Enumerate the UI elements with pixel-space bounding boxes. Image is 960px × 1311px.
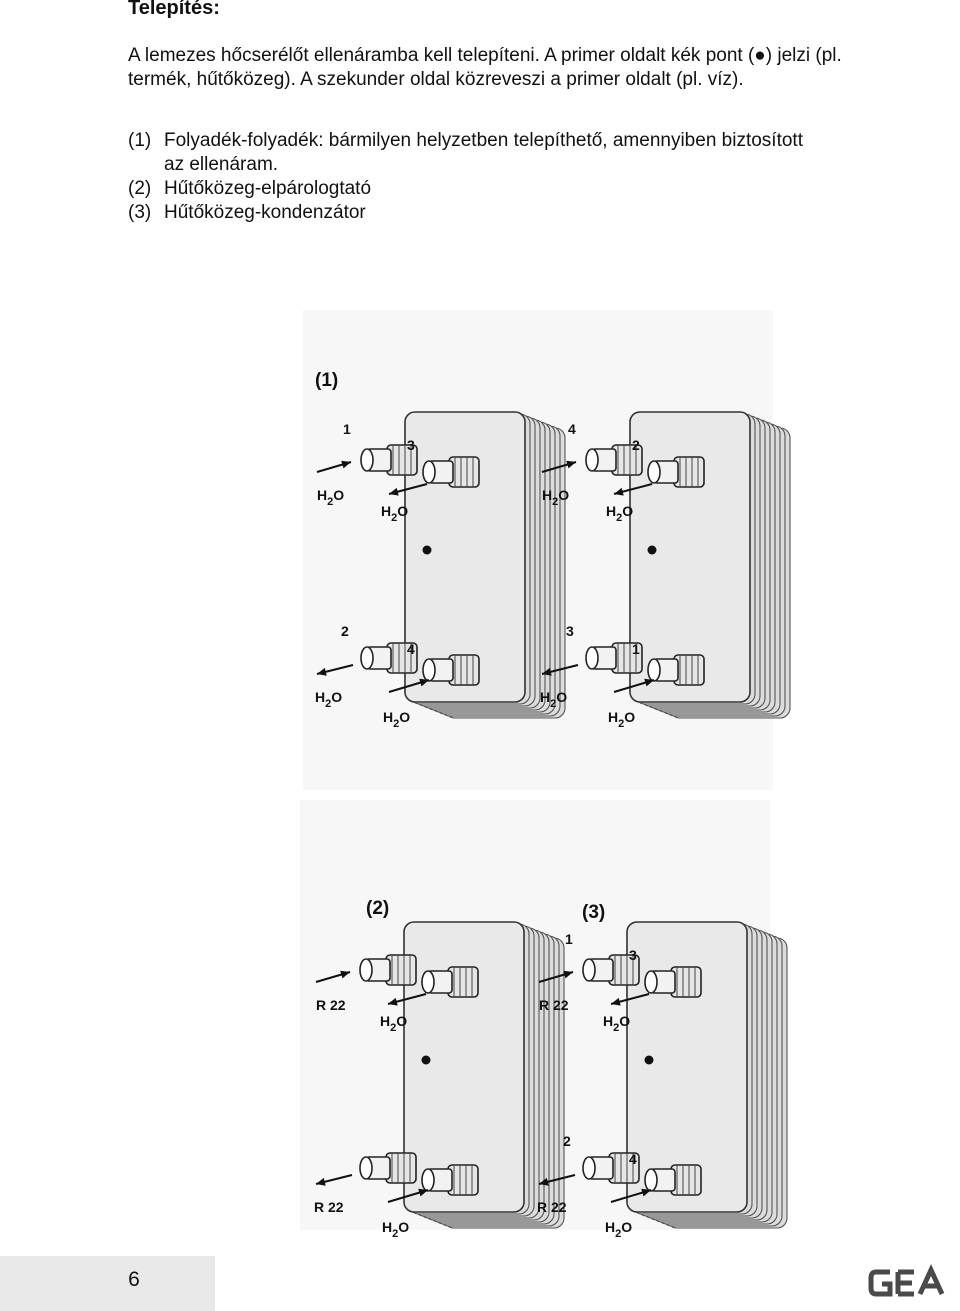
list-item: (3) Hűtőközeg-kondenzátor: [128, 201, 928, 225]
primer-side-dot: [421, 1055, 431, 1065]
port-number: 1: [343, 421, 351, 437]
medium-label: R 22: [314, 1199, 344, 1215]
intro-line-2: termék, hűtőközeg). A szekunder oldal kö…: [128, 69, 744, 90]
list-item: (1) Folyadék-folyadék: bármilyen helyzet…: [128, 129, 928, 177]
intro-paragraph: A lemezes hőcserélőt ellenáramba kell te…: [128, 44, 918, 92]
port-number: 3: [566, 623, 574, 639]
nozzle-bottom-left: [582, 1152, 640, 1184]
heat-exchanger-unit-condenser: 1 3 2 4 R 22 H2O R 22 H2O: [537, 921, 788, 1240]
medium-label: R 22: [316, 997, 346, 1013]
list-item-text: Hűtőközeg-kondenzátor: [164, 202, 366, 223]
port-number: 3: [629, 947, 637, 963]
medium-label: H2O: [542, 487, 569, 508]
list-item-text-cont: az ellenáram.: [164, 154, 279, 175]
flow-arrow-out: [610, 993, 650, 1006]
nozzle-top-right: [647, 456, 705, 488]
figure-refrigerant: (2) (3) R 22 H2O R 22 H2O 1 3 2 4 R 22 H2O R 22 H2…: [300, 800, 788, 1240]
medium-label: H2O: [605, 1219, 632, 1240]
flow-arrow-in: [387, 1188, 429, 1203]
list-item-text: Folyadék-folyadék: bármilyen helyzetben …: [164, 130, 803, 151]
front-plate: [626, 921, 748, 1213]
port-number: 4: [407, 641, 415, 657]
list-item: (2) Hűtőközeg-elpárologtató: [128, 177, 928, 201]
port-number: 3: [407, 437, 415, 453]
list-item-number: (1): [128, 130, 152, 151]
nozzle-bottom-right: [421, 1164, 479, 1196]
list-item-text: Hűtőközeg-elpárologtató: [164, 178, 372, 199]
flow-arrow-in: [315, 970, 351, 983]
medium-label: H2O: [383, 709, 410, 730]
section-heading: Telepítés:: [128, 0, 220, 19]
primer-side-dot: [647, 545, 657, 555]
flow-arrow-out: [541, 664, 579, 676]
medium-label: H2O: [317, 487, 344, 508]
installation-list: (1) Folyadék-folyadék: bármilyen helyzet…: [128, 129, 928, 225]
list-item-number: (3): [128, 202, 152, 223]
nozzle-bottom-right: [647, 654, 705, 686]
figure-caption-evaporator: (2): [366, 898, 389, 919]
primer-side-dot: [644, 1055, 654, 1065]
flow-arrow-out: [315, 1174, 353, 1186]
medium-label: R 22: [539, 997, 569, 1013]
front-plate: [404, 411, 526, 703]
nozzle-bottom-right: [422, 654, 480, 686]
medium-label: R 22: [537, 1199, 567, 1215]
primer-side-dot: [422, 545, 432, 555]
port-number: 4: [568, 421, 576, 437]
medium-label: H2O: [380, 1013, 407, 1034]
nozzle-top-right: [421, 966, 479, 998]
nozzle-bottom-left: [359, 1152, 417, 1184]
flow-arrow-out: [538, 1174, 576, 1186]
medium-label: H2O: [608, 709, 635, 730]
nozzle-top-right: [422, 456, 480, 488]
flow-arrow-in: [613, 678, 655, 693]
page-number: 6: [128, 1268, 140, 1291]
nozzle-bottom-left: [585, 642, 643, 674]
nozzle-bottom-right: [644, 1164, 702, 1196]
port-number: 2: [632, 437, 640, 453]
flow-arrow-out: [316, 664, 354, 676]
nozzle-top-left: [585, 444, 643, 476]
front-plate: [403, 921, 525, 1213]
nozzle-top-left: [582, 954, 640, 986]
gea-logo: [868, 1263, 945, 1297]
intro-line-1: A lemezes hőcserélőt ellenáramba kell te…: [128, 45, 842, 66]
flow-arrow-in: [541, 460, 577, 473]
nozzle-top-left: [359, 954, 417, 986]
medium-label: H2O: [603, 1013, 630, 1034]
medium-label: H2O: [540, 689, 567, 710]
nozzle-bottom-left: [360, 642, 418, 674]
medium-label: H2O: [381, 503, 408, 524]
nozzle-top-left: [360, 444, 418, 476]
figure-caption-condenser: (3): [582, 902, 605, 923]
footer-page-box: [0, 1256, 215, 1311]
medium-label: H2O: [606, 503, 633, 524]
medium-label: H2O: [315, 689, 342, 710]
flow-arrow-in: [388, 678, 430, 693]
port-number: 1: [565, 931, 573, 947]
medium-label: H2O: [382, 1219, 409, 1240]
flow-arrow-in: [316, 460, 352, 473]
figure-caption: (1): [315, 370, 338, 391]
heat-exchanger-unit-evaporator: R 22 H2O R 22 H2O: [314, 921, 565, 1240]
flow-arrow-in: [538, 970, 574, 983]
front-plate: [629, 411, 751, 703]
port-number: 2: [341, 623, 349, 639]
list-item-number: (2): [128, 178, 152, 199]
flow-arrow-out: [388, 483, 428, 496]
flow-arrow-in: [610, 1188, 652, 1203]
port-number: 4: [629, 1151, 637, 1167]
nozzle-top-right: [644, 966, 702, 998]
port-number: 1: [632, 641, 640, 657]
flow-arrow-out: [613, 483, 653, 496]
flow-arrow-out: [387, 993, 427, 1006]
port-number: 2: [563, 1133, 571, 1149]
